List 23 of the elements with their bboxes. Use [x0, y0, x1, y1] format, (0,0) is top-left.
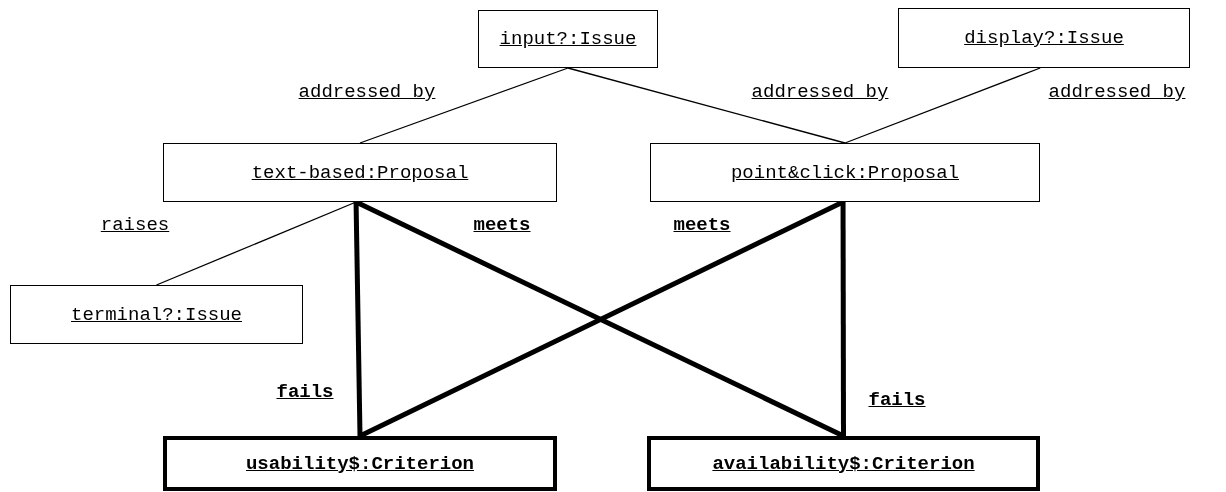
connector-line: [359, 67, 569, 144]
edge-label: addressed by: [751, 81, 889, 103]
object-name: text-based:Proposal: [251, 161, 469, 184]
criterion-box: [647, 436, 1040, 491]
object-box: [650, 143, 1040, 202]
edge-label: addressed by: [1048, 81, 1186, 103]
criterion-box: [163, 436, 557, 491]
object-name: point&click:Proposal: [730, 161, 959, 184]
object-name: usability$:Criterion: [245, 452, 474, 475]
connector-line: [155, 201, 357, 286]
object-box: [163, 143, 557, 202]
connector-line: [353, 201, 363, 437]
connector-line: [840, 202, 846, 436]
object-box: [478, 10, 658, 68]
object-name: terminal?:Issue: [71, 303, 242, 326]
edge-label: addressed by: [298, 81, 436, 103]
object-box: [898, 8, 1190, 68]
object-box: [10, 285, 303, 344]
object-name: display?:Issue: [964, 27, 1124, 49]
connector-line: [844, 67, 1041, 144]
object-name: input?:Issue: [499, 28, 637, 50]
object-name: availability$:Criterion: [712, 452, 975, 475]
connector-line: [567, 67, 846, 144]
